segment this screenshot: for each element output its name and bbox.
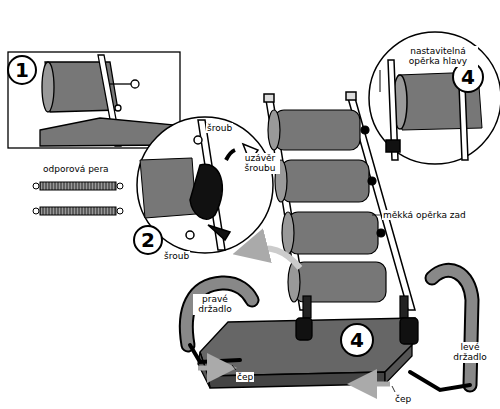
callout-number: 4 [461, 67, 475, 87]
part-label: měkká opěrka zad [382, 210, 467, 220]
springs [33, 182, 123, 215]
callout-number: 1 [15, 60, 29, 80]
callout-circle: 1 [7, 55, 37, 85]
leaders [232, 215, 395, 392]
part-label: šroub [163, 251, 190, 261]
part-label: uzávěr šroubu [240, 153, 280, 174]
part-label: levé držadlo [448, 342, 492, 363]
part-label: pravé držadlo [193, 294, 237, 315]
part-label: odporová pera [42, 164, 110, 174]
callout-number: 4 [350, 330, 364, 350]
pin-arrows [198, 368, 390, 384]
part-label: šroub [206, 123, 233, 133]
detail-4 [369, 32, 500, 164]
callout-circle: 4 [340, 323, 374, 357]
detail-1 [8, 52, 180, 148]
seat [198, 318, 418, 388]
part-label: čep [236, 372, 254, 382]
callout-circle: 2 [133, 225, 163, 255]
callout-number: 2 [141, 230, 155, 250]
detail-arrow [250, 248, 300, 268]
part-label: čep [394, 394, 412, 404]
part-label: nastavitelná opěrka hlavy [398, 46, 478, 67]
handles [186, 270, 472, 390]
